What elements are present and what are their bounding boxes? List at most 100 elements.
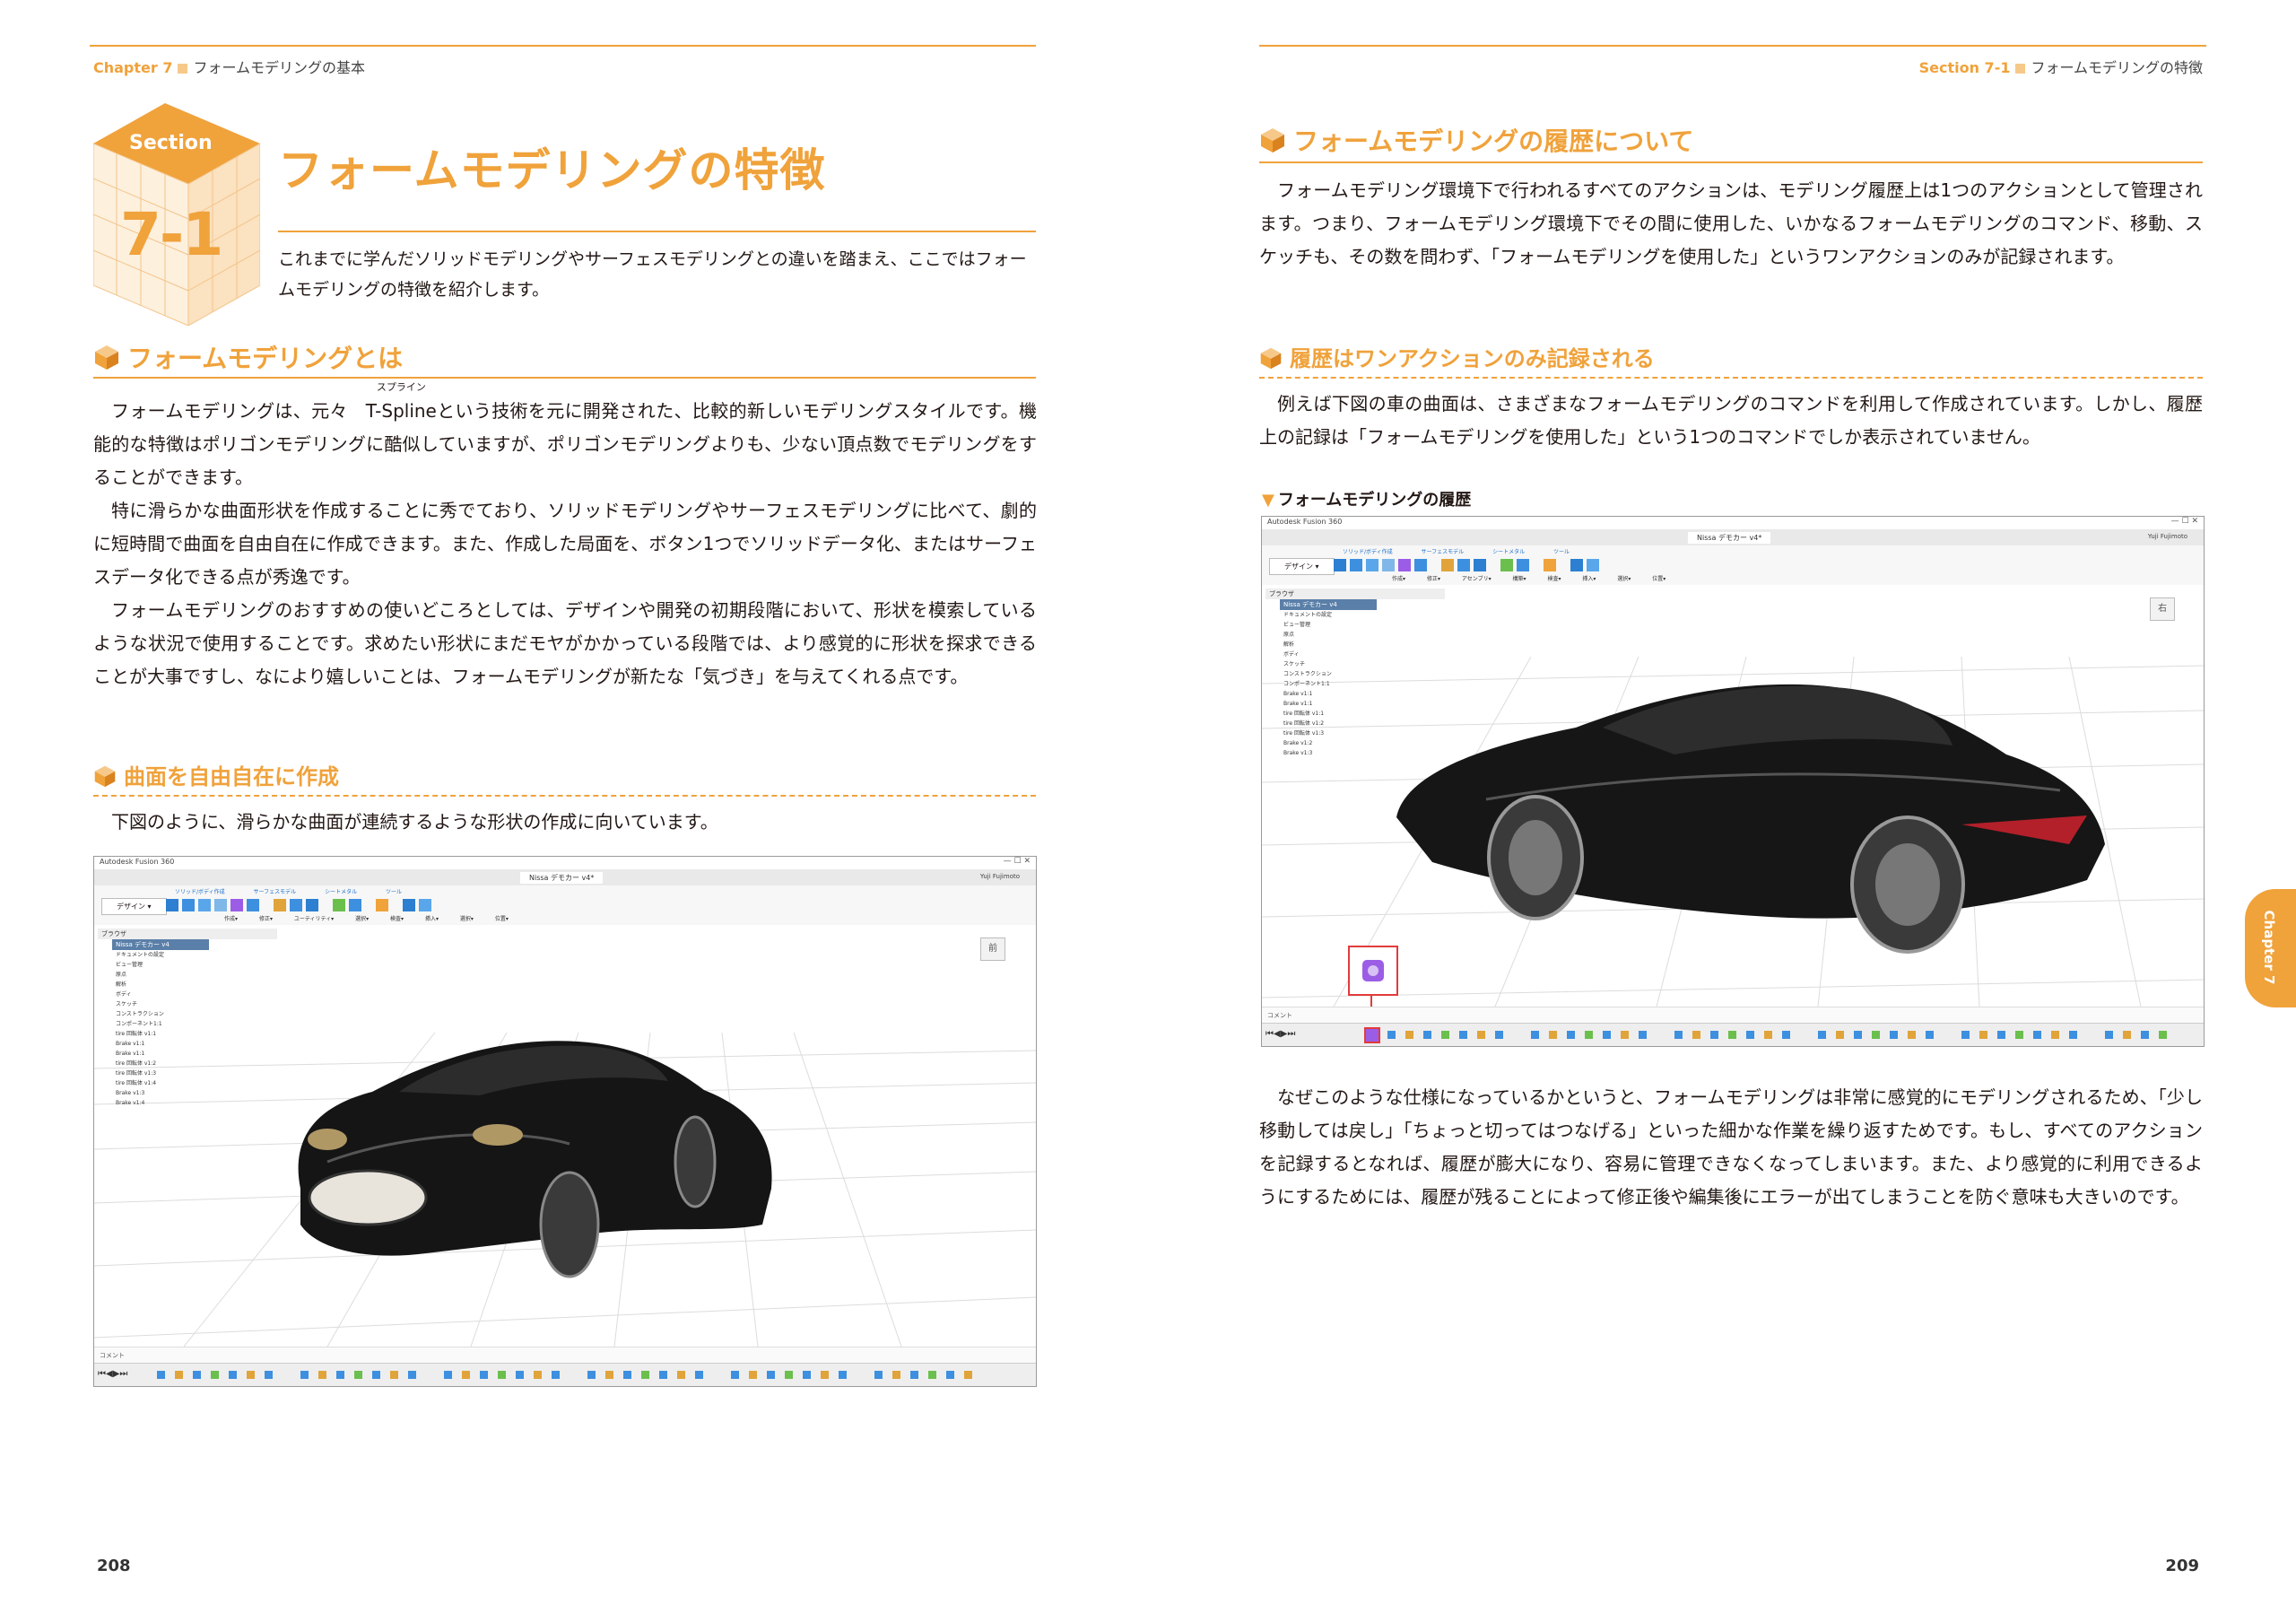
viewcube[interactable]: 右 xyxy=(2150,597,2175,621)
browser-item[interactable]: Brake v1:2 xyxy=(1283,740,1313,746)
app-title: Autodesk Fusion 360 xyxy=(1267,518,1343,526)
heading-free-surface: 曲面を自由自在に作成 xyxy=(93,759,339,790)
heading-dashed-rule xyxy=(93,795,1036,797)
browser-item[interactable]: Brake v1:3 xyxy=(116,1090,145,1096)
browser-item[interactable]: tire 回転体 v1:3 xyxy=(1283,730,1325,737)
browser-item[interactable]: ボディ xyxy=(1283,651,1300,658)
browser-item[interactable]: Brake v1:4 xyxy=(116,1100,145,1106)
ribbon-tab[interactable]: ツール xyxy=(386,889,403,895)
chapter-title: フォームモデリングの基本 xyxy=(193,59,366,76)
browser-list: ドキュメントの設定 ビュー管理 原点 解析 ボディ スケッチ コンストラクション… xyxy=(1283,610,1445,758)
timeline-bar: ⏮◀▶⏭ xyxy=(94,1363,1036,1386)
toolbar-group-labels: 作成▾ 修正▾ ユーティリティ▾ 選択▾ 検査▾ 挿入▾ 選択▾ 位置▾ xyxy=(224,916,509,922)
browser-item[interactable]: tire 回転体 v1:2 xyxy=(116,1060,157,1067)
browser-title[interactable]: ブラウザ xyxy=(1265,589,1445,599)
timeline-playback-controls[interactable]: ⏮◀▶⏭ xyxy=(98,1369,128,1379)
ribbon-tab[interactable]: シートメタル xyxy=(1492,549,1526,555)
ribbon-tab[interactable]: サーフェスモデル xyxy=(1421,549,1465,555)
section-label-header: Section 7-1 xyxy=(1918,59,2011,76)
comment-label[interactable]: コメント xyxy=(100,1352,125,1359)
browser-item[interactable]: Brake v1:3 xyxy=(1283,750,1313,756)
left-header-rule xyxy=(90,45,1036,47)
browser-root[interactable]: Nissa デモカー v4 xyxy=(1280,599,1377,610)
browser-root[interactable]: Nissa デモカー v4 xyxy=(112,939,209,950)
ribbon-tab[interactable]: ツール xyxy=(1553,549,1570,555)
heading-text: フォームモデリングの履歴について xyxy=(1293,126,1694,156)
left-body-text-2: 下図のように、滑らかな曲面が連続するような形状の作成に向いています。 xyxy=(93,806,1037,839)
browser-item[interactable]: 解析 xyxy=(1283,641,1295,648)
right-page-number: 209 xyxy=(2165,1557,2199,1575)
section-title: フォームモデリングの特徴 xyxy=(278,144,826,196)
browser-item[interactable]: スケッチ xyxy=(116,1001,138,1007)
toolbar-icons[interactable] xyxy=(1334,557,1603,575)
heading-form-modeling: フォームモデリングとは xyxy=(93,339,403,375)
toolbar: デザイン ▾ ソリッド/ボディ作成 サーフェスモデル シートメタル ツール 作成… xyxy=(1262,545,2204,586)
section-cube-icon xyxy=(92,103,261,327)
tab-bar: Nissa デモカー v4* Yuji Fujimoto xyxy=(94,869,1036,885)
ribbon-tab[interactable]: ソリッド/ボディ作成 xyxy=(175,889,225,895)
browser-item[interactable]: Brake v1:1 xyxy=(1283,691,1313,697)
browser-item[interactable]: tire 回転体 v1:4 xyxy=(116,1080,157,1086)
browser-item[interactable]: コンポーネント1:1 xyxy=(1283,681,1330,687)
browser-item[interactable]: コンストラクション xyxy=(116,1011,164,1017)
comment-bar: コメント xyxy=(94,1347,1036,1364)
section-label: Section xyxy=(129,132,213,154)
timeline-feature-icons[interactable] xyxy=(157,1369,1018,1382)
user-name[interactable]: Yuji Fujimoto xyxy=(979,873,1020,880)
browser-item[interactable]: ドキュメントの設定 xyxy=(116,952,165,958)
browser-item[interactable]: tire 回転体 v1:1 xyxy=(116,1031,157,1037)
figure-caption: ▼フォームモデリングの履歴 xyxy=(1262,491,1472,510)
toolbar-icons[interactable] xyxy=(166,897,435,915)
browser-item[interactable]: コンストラクション xyxy=(1283,671,1332,677)
heading-dashed-rule xyxy=(1259,377,2203,379)
car-model xyxy=(298,1041,772,1278)
doc-tab[interactable]: Nissa デモカー v4* xyxy=(1688,532,1771,544)
timeline-playback-controls[interactable]: ⏮◀▶⏭ xyxy=(1265,1029,1296,1039)
workspace-dropdown[interactable]: デザイン ▾ xyxy=(1269,558,1335,575)
browser-item[interactable]: コンポーネント1:1 xyxy=(116,1021,162,1027)
browser-item[interactable]: tire 回転体 v1:3 xyxy=(116,1070,157,1077)
right-body-text: フォームモデリング環境下で行われるすべてのアクションは、モデリング履歴上は1つの… xyxy=(1259,174,2203,274)
toolbar: デザイン ▾ ソリッド/ボディ作成 サーフェスモデル シートメタル ツール 作成… xyxy=(94,885,1036,926)
cube-icon xyxy=(1260,347,1282,370)
timeline-bar: ⏮◀▶⏭ xyxy=(1262,1023,2204,1046)
browser-item[interactable]: 原点 xyxy=(116,972,127,978)
cube-icon xyxy=(94,765,116,788)
browser-item[interactable]: Brake v1:1 xyxy=(116,1051,145,1057)
app-title: Autodesk Fusion 360 xyxy=(100,858,175,866)
window-controls[interactable]: — ☐ ✕ xyxy=(2170,517,2198,526)
chapter-tab-label: Chapter 7 xyxy=(2261,910,2277,985)
browser-item[interactable]: ビュー管理 xyxy=(1283,622,1311,628)
window-controls[interactable]: — ☐ ✕ xyxy=(1003,857,1031,866)
ribbon-tab[interactable]: シートメタル xyxy=(325,889,358,895)
browser-item[interactable]: ドキュメントの設定 xyxy=(1283,612,1333,618)
browser-item[interactable]: tire 回転体 v1:1 xyxy=(1283,711,1325,717)
ribbon-tabs: ソリッド/ボディ作成 サーフェスモデル シートメタル ツール xyxy=(175,887,402,895)
workspace-dropdown[interactable]: デザイン ▾ xyxy=(101,898,167,915)
browser-item[interactable]: Brake v1:1 xyxy=(1283,701,1313,707)
section-badge: Section 7-1 xyxy=(92,103,261,327)
cube-icon xyxy=(1261,128,1284,153)
timeline-form-feature[interactable] xyxy=(1364,1027,1380,1043)
browser-list: ドキュメントの設定 ビュー管理 原点 解析 ボディ スケッチ コンストラクション… xyxy=(116,950,277,1108)
heading-rule xyxy=(1259,161,2203,163)
browser-item[interactable]: Brake v1:1 xyxy=(116,1041,145,1047)
doc-tab[interactable]: Nissa デモカー v4* xyxy=(520,872,604,884)
browser-item[interactable]: ボディ xyxy=(116,991,132,998)
comment-label[interactable]: コメント xyxy=(1267,1012,1292,1019)
cube-icon xyxy=(95,345,118,370)
browser-item[interactable]: スケッチ xyxy=(1283,661,1306,667)
viewcube[interactable]: 前 xyxy=(980,937,1005,961)
browser-title[interactable]: ブラウザ xyxy=(98,929,277,939)
browser-item[interactable]: 原点 xyxy=(1283,632,1295,638)
ribbon-tab[interactable]: ソリッド/ボディ作成 xyxy=(1343,549,1393,555)
browser-item[interactable]: 解析 xyxy=(116,981,127,988)
browser-item[interactable]: ビュー管理 xyxy=(116,962,144,968)
browser-item[interactable]: tire 回転体 v1:2 xyxy=(1283,720,1325,727)
user-name[interactable]: Yuji Fujimoto xyxy=(2147,533,2187,540)
heading-text: 履歴はワンアクションのみ記録される xyxy=(1290,346,1655,371)
timeline-feature-icons[interactable] xyxy=(1387,1029,2195,1042)
ribbon-tab[interactable]: サーフェスモデル xyxy=(253,889,297,895)
